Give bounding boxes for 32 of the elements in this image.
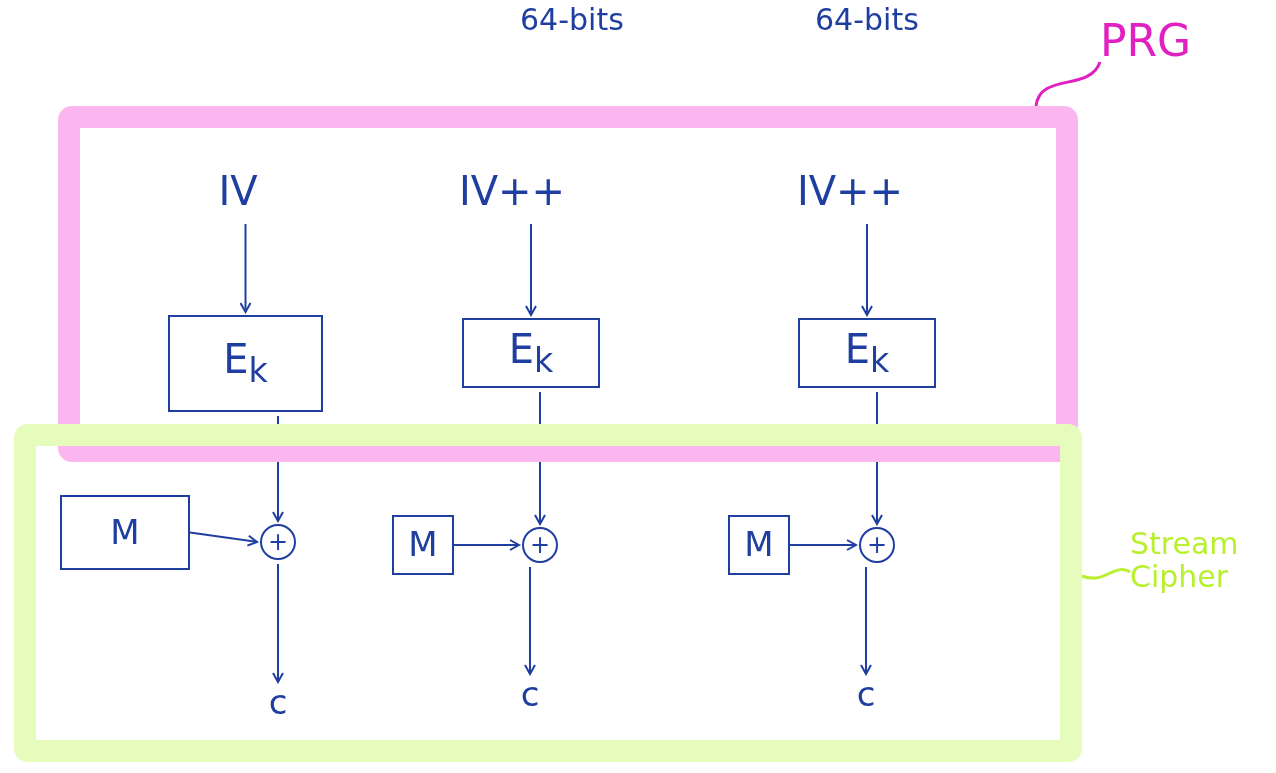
block-box: M (728, 515, 790, 575)
callout-label: Stream Cipher (1130, 510, 1270, 610)
arrow (524, 566, 536, 675)
leader-line (1034, 61, 1102, 107)
callout-label: PRG (1100, 10, 1230, 72)
block-box: M (392, 515, 454, 575)
arrow (239, 223, 252, 313)
node-label: IV (178, 162, 298, 220)
block-box: E$_{k}$ (798, 318, 936, 388)
highlight-frame (14, 424, 1082, 762)
bit-width-label: 64-bits (520, 2, 624, 37)
arrow (189, 531, 258, 547)
node-label: c (846, 677, 886, 713)
arrow (272, 563, 284, 683)
node-label: c (258, 685, 298, 721)
bit-width-label: 64-bits (815, 2, 919, 37)
xor-circle: + (859, 527, 895, 563)
arrow (789, 539, 857, 551)
leader-line (1081, 568, 1131, 580)
arrow (453, 539, 520, 551)
xor-circle: + (522, 527, 558, 563)
block-box: E$_{k}$ (168, 315, 323, 412)
arrow (525, 223, 537, 316)
block-box: E$_{k}$ (462, 318, 600, 388)
arrow (860, 566, 872, 675)
node-label: c (510, 677, 550, 713)
xor-circle: + (260, 524, 296, 560)
block-box: M (60, 495, 190, 570)
highlight-frame (58, 106, 1078, 462)
node-label: IV++ (770, 162, 930, 220)
arrow (861, 223, 873, 316)
node-label: IV++ (432, 162, 592, 220)
